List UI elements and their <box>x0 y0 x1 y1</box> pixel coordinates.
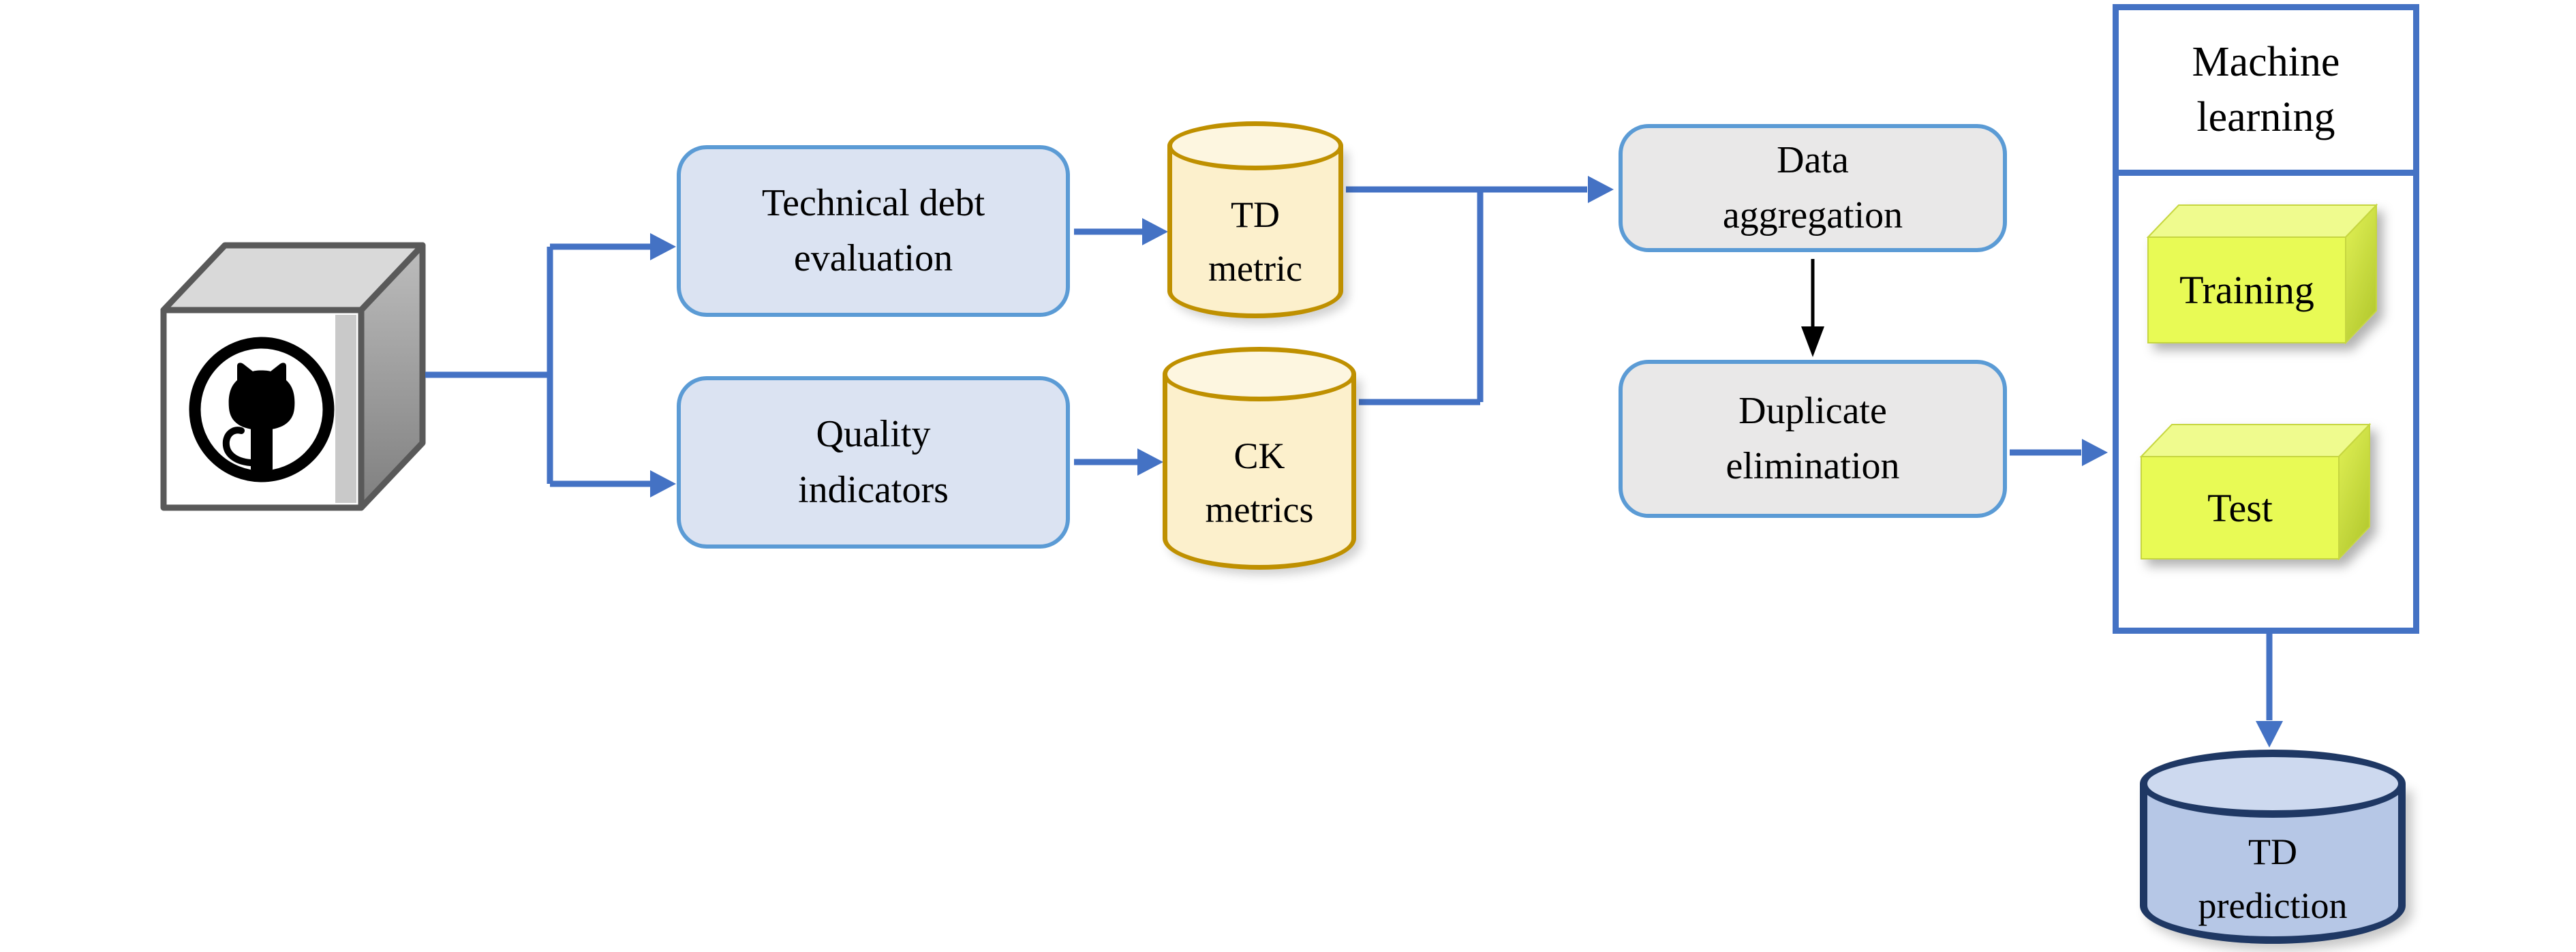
arrowhead-prediction <box>2256 721 2283 748</box>
data-aggregation-line2: aggregation <box>1722 194 1903 236</box>
training-box-3d <box>2146 203 2378 345</box>
github-repo-cube <box>160 242 426 511</box>
arrowhead-td-metric <box>1142 218 1168 245</box>
test-box-3d <box>2139 423 2372 561</box>
td-metric-line2: metric <box>1208 247 1302 289</box>
training-label: Training <box>2179 268 2314 312</box>
td-metric-cylinder: TD metric <box>1167 121 1343 318</box>
cylinder-top-ellipse <box>2140 750 2406 818</box>
quality-indicators-box: Quality indicators <box>677 376 1070 549</box>
github-octocat-icon <box>189 337 335 482</box>
td-prediction-line2: prediction <box>2198 885 2348 926</box>
machine-learning-header: Machine learning <box>2119 10 2413 176</box>
cylinder-top-ellipse <box>1167 121 1343 170</box>
machine-learning-container: Machine learning <box>2113 4 2419 634</box>
data-aggregation-box: Data aggregation <box>1619 124 2007 252</box>
black-arrow-aggregation-to-duplicate <box>1801 259 1824 357</box>
technical-debt-evaluation-line2: evaluation <box>793 237 953 279</box>
quality-indicators-line2: indicators <box>798 468 949 511</box>
connector-lines <box>425 186 2273 720</box>
td-prediction-line1: TD <box>2248 831 2297 873</box>
duplicate-elimination-line2: elimination <box>1726 445 1900 487</box>
machine-learning-line2: learning <box>2196 94 2335 140</box>
quality-indicators-line1: Quality <box>816 413 931 456</box>
arrowhead-aggregation <box>1588 176 1614 203</box>
ck-metrics-line1: CK <box>1233 435 1285 477</box>
data-aggregation-line1: Data <box>1777 138 1849 181</box>
arrowhead-ck-metrics <box>1137 448 1163 476</box>
arrowhead-td-evaluation <box>650 233 676 260</box>
machine-learning-line1: Machine <box>2192 39 2340 86</box>
duplicate-elimination-line1: Duplicate <box>1738 389 1887 432</box>
arrowheads <box>650 176 2283 748</box>
arrowhead-quality <box>650 470 676 497</box>
cylinder-top-ellipse <box>1163 347 1356 401</box>
duplicate-elimination-box: Duplicate elimination <box>1619 360 2007 518</box>
technical-debt-evaluation-line1: Technical debt <box>761 181 985 224</box>
ck-metrics-line2: metrics <box>1205 489 1314 530</box>
td-metric-line1: TD <box>1231 194 1280 236</box>
technical-debt-evaluation-box: Technical debt evaluation <box>677 145 1070 317</box>
arrowhead-ml <box>2082 439 2108 466</box>
ck-metrics-cylinder: CK metrics <box>1163 347 1356 570</box>
td-prediction-cylinder: TD prediction <box>2140 750 2406 944</box>
test-label: Test <box>2207 485 2273 530</box>
